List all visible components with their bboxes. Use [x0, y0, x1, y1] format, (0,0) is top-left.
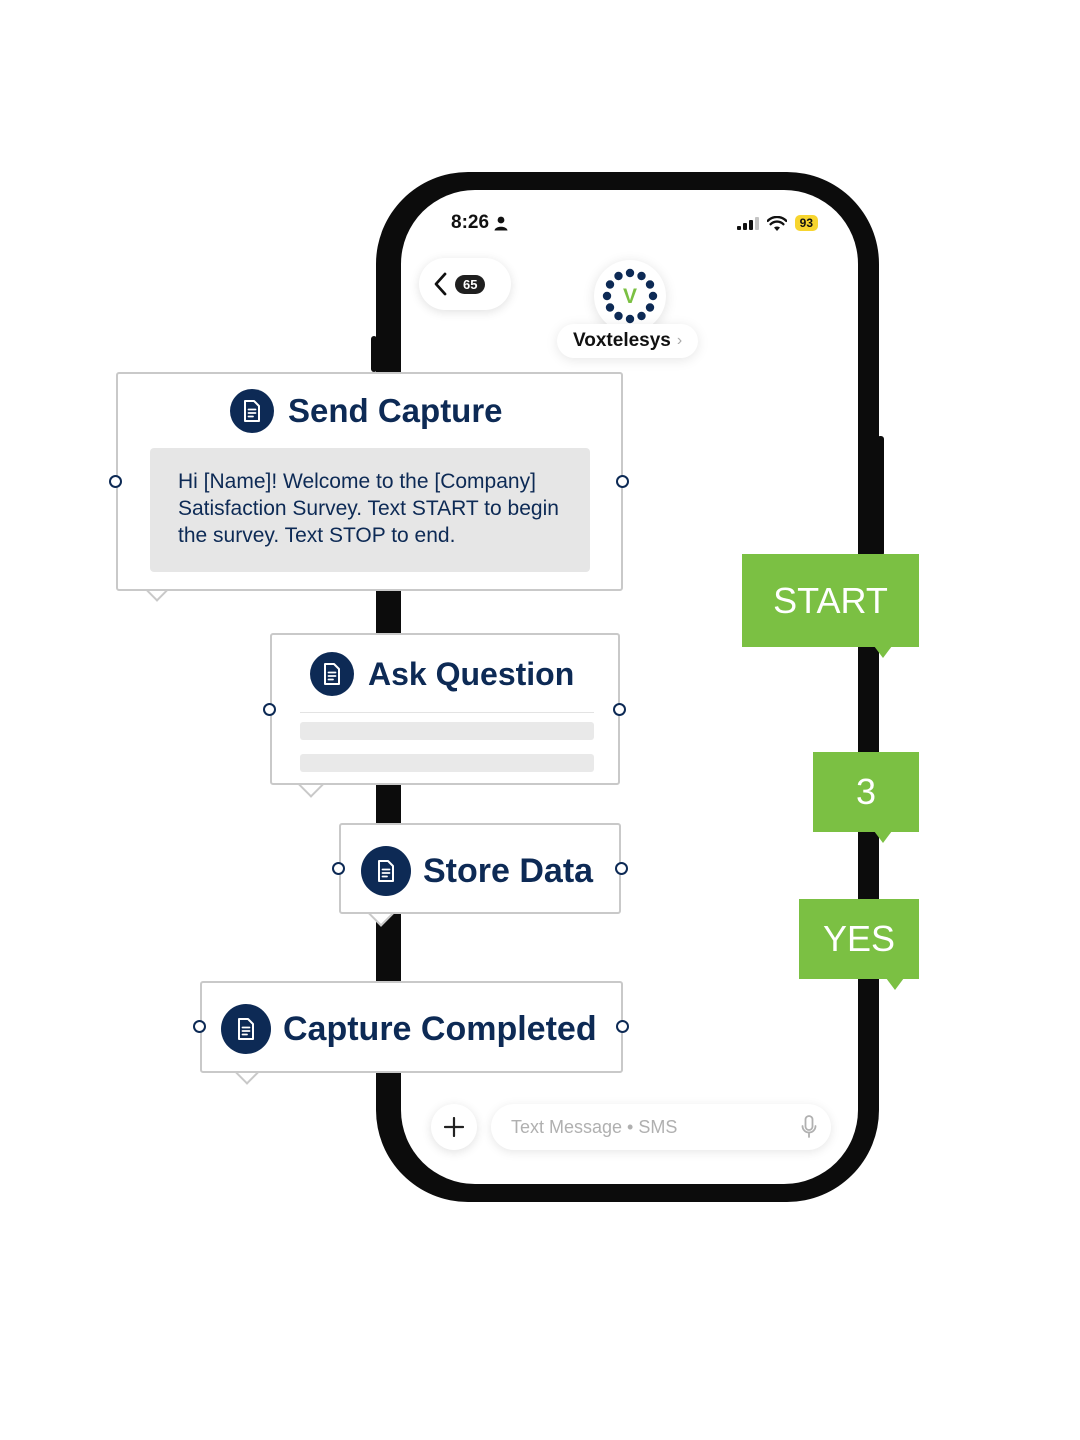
send-capture-header: Send Capture	[230, 389, 503, 433]
store-data-output-handle[interactable]	[615, 862, 628, 875]
document-icon	[310, 652, 354, 696]
person-icon	[494, 216, 508, 230]
send-capture-message: Hi [Name]! Welcome to the [Company] Sati…	[150, 448, 590, 572]
message-input-placeholder: Text Message • SMS	[511, 1116, 678, 1137]
add-attachment-button[interactable]	[431, 1104, 477, 1150]
ask-question-divider	[300, 712, 594, 713]
capture-completed-input-handle[interactable]	[193, 1020, 206, 1033]
capture-completed-card[interactable]: Capture Completed	[200, 981, 623, 1073]
store-data-title: Store Data	[423, 851, 594, 890]
document-icon	[230, 389, 274, 433]
ask-question-title: Ask Question	[368, 655, 575, 692]
status-indicators: 93	[736, 215, 818, 231]
phone-side-button	[371, 336, 377, 372]
send-capture-title: Send Capture	[288, 392, 503, 429]
ask-question-card[interactable]: Ask Question	[270, 633, 620, 785]
phone-power-button	[877, 436, 884, 556]
document-icon	[361, 846, 411, 896]
compose-bar: Text Message • SMS	[431, 1102, 831, 1152]
capture-completed-output-handle[interactable]	[616, 1020, 629, 1033]
send-capture-card[interactable]: Send Capture Hi [Name]! Welcome to the […	[116, 372, 623, 591]
status-time-label: 8:26	[451, 212, 490, 233]
wifi-icon	[766, 215, 787, 231]
svg-text:V: V	[623, 285, 637, 308]
reply-bubble-yes: YES	[799, 899, 919, 979]
ask-question-output-handle[interactable]	[613, 703, 626, 716]
send-capture-output-handle[interactable]	[616, 475, 629, 488]
ask-question-input-handle[interactable]	[263, 703, 276, 716]
message-input[interactable]: Text Message • SMS	[491, 1104, 831, 1150]
ask-question-header: Ask Question	[310, 652, 574, 696]
reply-rating-text: 3	[855, 771, 877, 812]
reply-bubble-start: START	[742, 554, 919, 647]
contact-name: Voxtelesys	[573, 330, 671, 351]
battery-badge: 93	[794, 215, 818, 231]
ask-question-placeholder-line	[300, 722, 594, 740]
reply-rating-tail	[874, 831, 892, 843]
send-capture-input-handle[interactable]	[109, 475, 122, 488]
reply-start-tail	[874, 646, 892, 658]
signal-icon	[736, 216, 759, 230]
reply-start-text: START	[773, 579, 888, 621]
reply-yes-text: YES	[822, 918, 896, 959]
contact-avatar[interactable]: V	[594, 260, 666, 332]
store-data-card[interactable]: Store Data	[339, 823, 621, 914]
contact-name-pill[interactable]: Voxtelesys ›	[557, 324, 699, 358]
reply-yes-tail	[886, 978, 904, 990]
document-icon	[221, 1004, 271, 1054]
store-data-input-handle[interactable]	[332, 862, 345, 875]
voxtelesys-logo-icon: V	[602, 268, 658, 324]
back-button[interactable]: 65	[419, 258, 511, 310]
unread-count-badge: 65	[455, 274, 486, 294]
plus-icon	[444, 1117, 464, 1137]
reply-bubble-rating: 3	[813, 752, 919, 832]
chevron-left-icon	[434, 272, 447, 296]
store-data-header: Store Data	[361, 846, 593, 896]
ask-question-placeholder-line	[300, 754, 594, 772]
microphone-icon[interactable]	[801, 1115, 817, 1139]
status-time: 8:26	[451, 212, 508, 234]
capture-completed-title: Capture Completed	[283, 1009, 597, 1048]
capture-completed-header: Capture Completed	[221, 1004, 597, 1054]
chevron-right-icon: ›	[676, 332, 683, 349]
